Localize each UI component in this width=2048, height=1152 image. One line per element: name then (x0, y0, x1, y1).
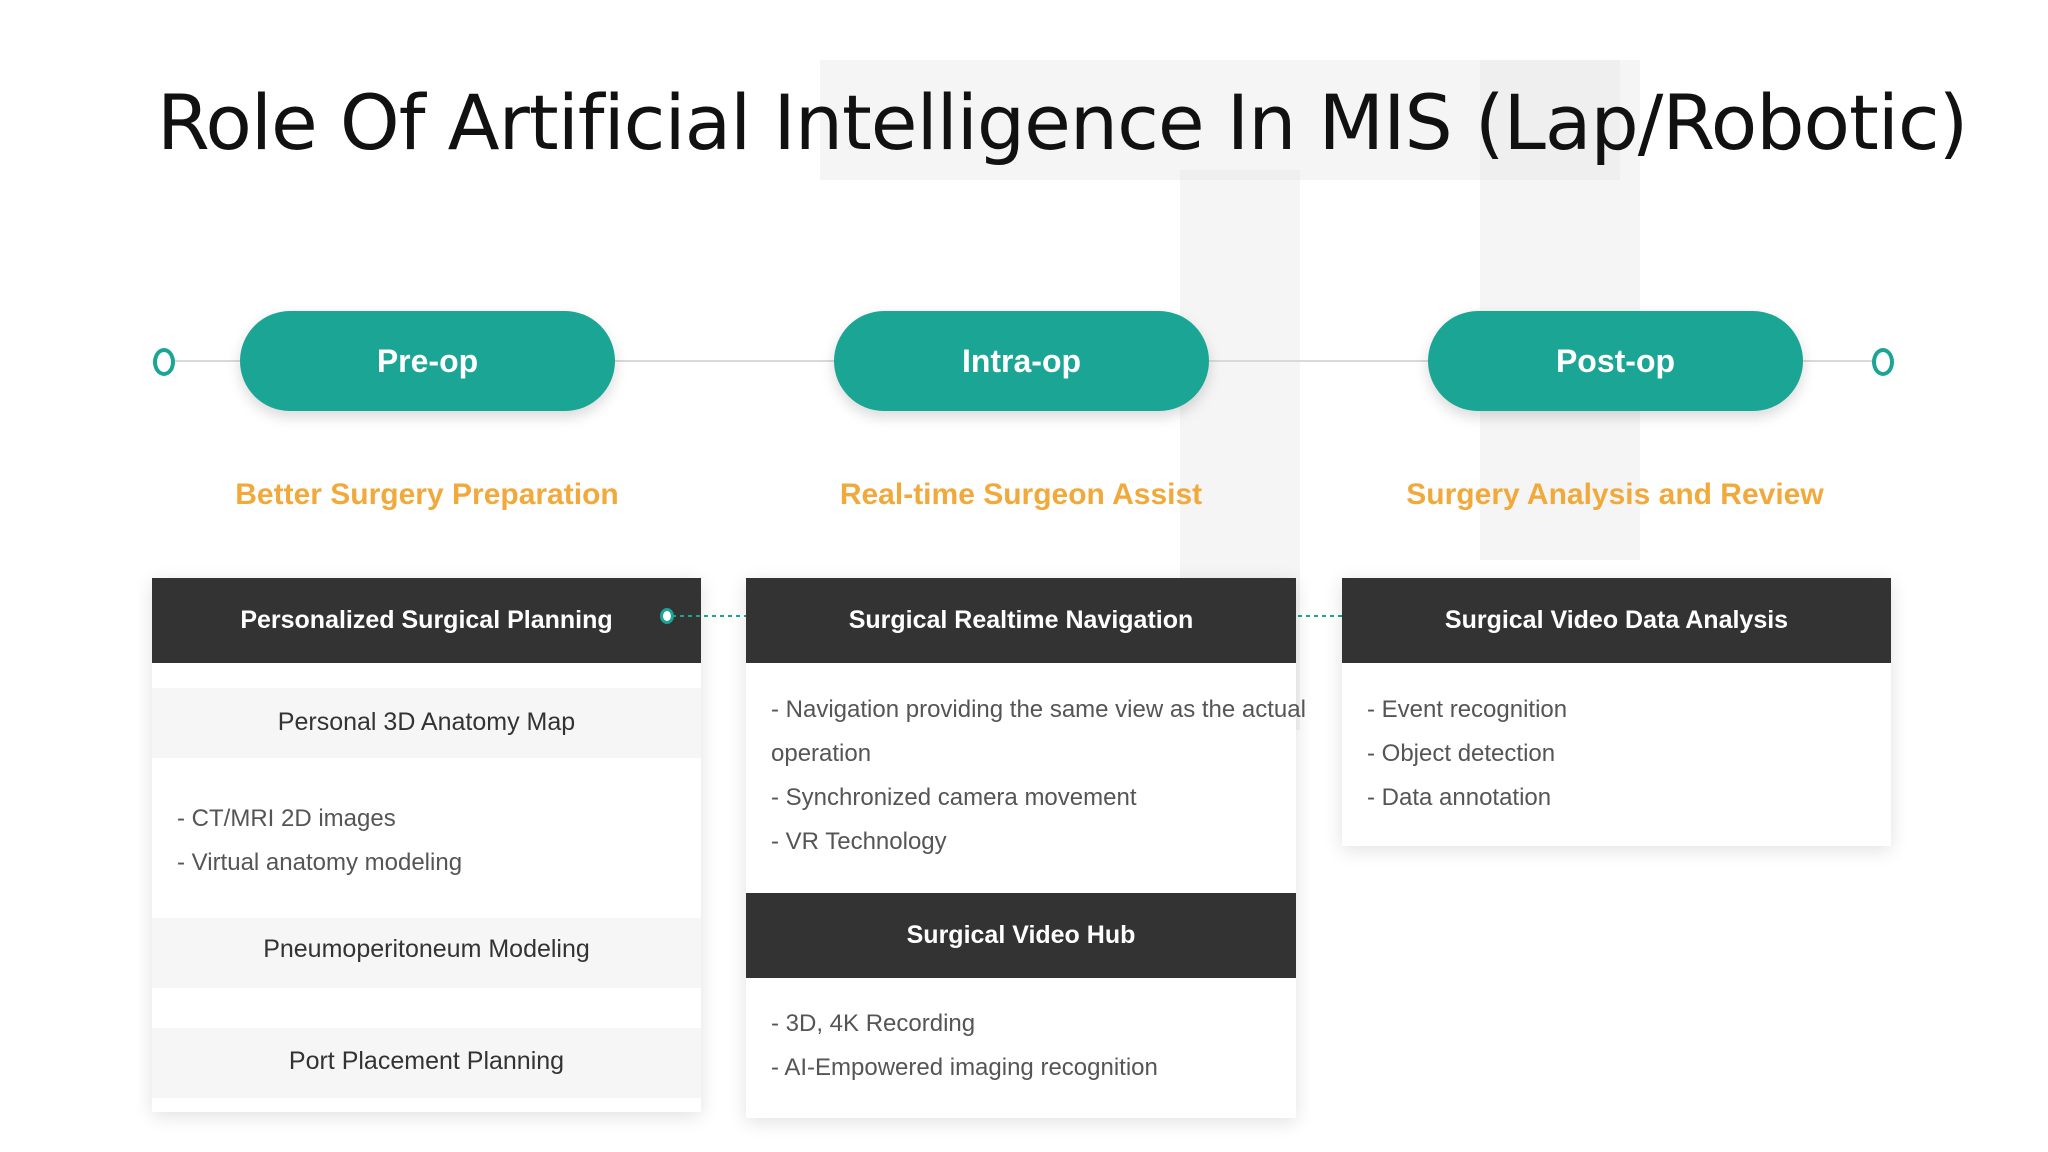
intraop-bullet: - VR Technology (771, 828, 947, 855)
intraop-subtitle: Real-time Surgeon Assist (839, 478, 1203, 511)
background-robot-photo (1480, 60, 1640, 560)
postop-bullet: - Object detection (1367, 740, 1556, 767)
postop-card: Surgical Video Data Analysis - Event rec… (1342, 578, 1891, 846)
intraop-hub-bullet: - AI-Empowered imaging recognition (771, 1054, 1158, 1081)
preop-item-pneumoperitoneum: Pneumoperitoneum Modeling (263, 935, 590, 963)
intraop-hub-bullet: - 3D, 4K Recording (771, 1010, 976, 1037)
preop-bullet: - CT/MRI 2D images (177, 805, 396, 832)
preop-item-3d-anatomy: Personal 3D Anatomy Map (277, 708, 576, 736)
stage-intraop-pill[interactable]: Intra-op (834, 311, 1209, 411)
preop-item-band (152, 688, 701, 758)
preop-subtitle: Better Surgery Preparation (235, 478, 619, 511)
postop-subtitle: Surgery Analysis and Review (1406, 478, 1824, 511)
intraop-video-hub-header: Surgical Video Hub (746, 893, 1296, 978)
preop-bullet: - Virtual anatomy modeling (177, 849, 463, 876)
intraop-bullet: operation (771, 740, 872, 767)
postop-card-header: Surgical Video Data Analysis (1342, 578, 1891, 663)
preop-card-header: Personalized Surgical Planning (152, 578, 701, 663)
intraop-card-header: Surgical Realtime Navigation (746, 578, 1296, 663)
preop-item-port-placement: Port Placement Planning (288, 1047, 565, 1075)
connector-line (672, 615, 790, 617)
preop-item-band (152, 918, 701, 988)
stage-preop-pill[interactable]: Pre-op (240, 311, 615, 411)
stage-postop-pill[interactable]: Post-op (1428, 311, 1803, 411)
timeline-end-node (1872, 348, 1894, 376)
preop-card: Personalized Surgical Planning Personal … (152, 578, 701, 1112)
page-title: Role Of Artificial Intelligence In MIS (… (157, 78, 1968, 167)
intraop-bullet: - Navigation providing the same view as … (771, 696, 1306, 723)
preop-item-band (152, 1028, 701, 1098)
postop-bullet: - Event recognition (1367, 696, 1568, 723)
intraop-bullet: - Synchronized camera movement (771, 784, 1137, 811)
postop-bullet: - Data annotation (1367, 784, 1552, 811)
timeline-start-node (153, 348, 175, 376)
intraop-card: Surgical Realtime Navigation - Navigatio… (746, 578, 1306, 1118)
connector-line (1266, 615, 1384, 617)
background-robot-photo (820, 60, 1620, 180)
